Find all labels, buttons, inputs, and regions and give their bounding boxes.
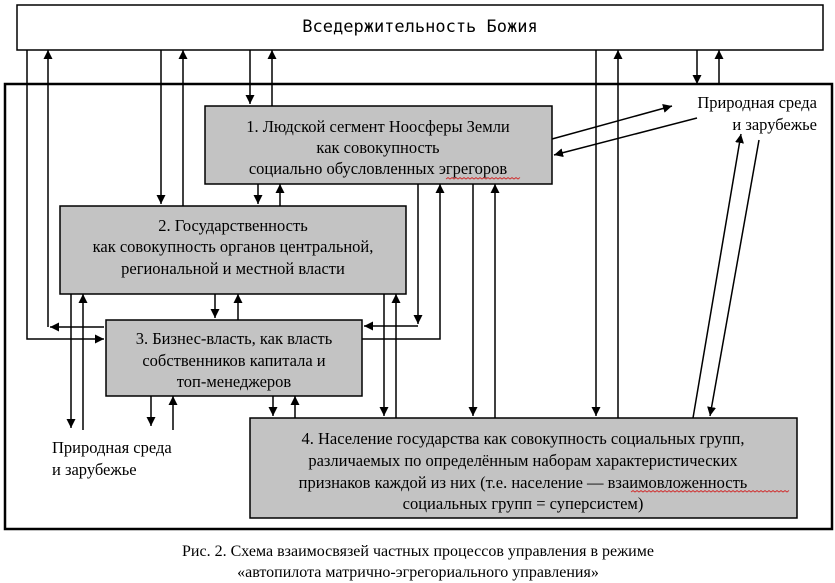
node-1-line-1: 1. Людской сегмент Ноосферы Земли	[246, 117, 510, 136]
link-top-to-n3-left	[26, 50, 104, 344]
external-right-line-2: и зарубежье	[732, 115, 817, 134]
node-4-line-2: различаемых по определённым наборам хара…	[308, 451, 738, 470]
spellcheck-underline-1	[445, 176, 521, 180]
node-1-line-2: как совокупность	[316, 138, 440, 157]
node-3-line-3: топ-менеджеров	[177, 372, 292, 391]
top-box-label: Вседержительность Божия	[302, 17, 537, 37]
node-4: 4. Население государства как совокупност…	[249, 417, 798, 519]
external-bottom-left-line-1: Природная среда	[52, 438, 172, 457]
node-2-line-2: как совокупность органов центральной,	[93, 237, 374, 256]
node-1-line-3: социально обусловленных эгрегоров	[249, 159, 508, 178]
node-1: 1. Людской сегмент Ноосферы Земли как со…	[204, 105, 553, 185]
external-right: Природная среда и зарубежье	[697, 93, 817, 134]
top-box	[16, 4, 824, 51]
external-right-line-1: Природная среда	[697, 93, 817, 112]
node-3-line-1: 3. Бизнес-власть, как власть	[136, 329, 333, 348]
node-4-line-3: признаков каждой из них (т.е. население …	[299, 473, 748, 492]
link-n4-to-ext-right	[692, 133, 744, 419]
node-2-line-1: 2. Государственность	[158, 216, 308, 235]
external-bottom-left-line-2: и зарубежье	[52, 460, 137, 479]
node-3: 3. Бизнес-власть, как власть собственник…	[105, 319, 363, 397]
outer-frame	[3, 82, 834, 531]
link-n3-to-n1-right	[362, 184, 445, 340]
link-n1-to-ext-right	[551, 104, 673, 140]
link-ext-right-to-n1	[553, 117, 698, 158]
caption-line-2: «автопилота матрично-эгрегориального упр…	[237, 564, 599, 581]
external-bottom-left: Природная среда и зарубежье	[52, 438, 172, 479]
node-3-line-2: собственников капитала и	[142, 351, 325, 370]
spellcheck-underline-4	[630, 489, 790, 493]
links-group	[26, 50, 760, 430]
link-ext-right-to-n4	[707, 139, 760, 417]
node-4-line-1: 4. Население государства как совокупност…	[302, 429, 745, 448]
caption-line-1: Рис. 2. Схема взаимосвязей частных проце…	[182, 543, 654, 560]
node-4-line-4: социальных групп = суперсистем)	[403, 494, 644, 513]
node-2-line-3: региональной и местной власти	[121, 259, 345, 278]
node-2: 2. Государственность как совокупность ор…	[59, 205, 407, 295]
